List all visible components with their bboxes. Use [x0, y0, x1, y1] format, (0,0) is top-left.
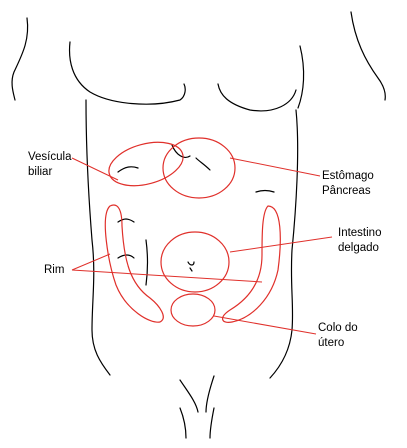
torso-right-side	[269, 109, 299, 379]
label-small-intestine: Intestino delgado	[338, 227, 382, 254]
groin-right-line	[205, 375, 215, 413]
gallbladder-outline	[108, 141, 184, 187]
small-intestine-outline	[160, 231, 230, 293]
label-kidney: Rim	[44, 264, 65, 276]
label-gallbladder: Vesícula biliar	[28, 151, 72, 178]
abs-left-low	[117, 254, 135, 259]
chest-left-line	[68, 41, 186, 105]
kidney-right-outline	[222, 205, 281, 323]
kidney-leader-right	[71, 269, 263, 283]
kidney-left-outline	[104, 204, 164, 323]
rib-right-line	[255, 189, 275, 193]
neck-right-line	[350, 11, 386, 101]
groin-left-line	[179, 379, 199, 413]
abs-center-line	[145, 239, 149, 286]
uterus-leader	[213, 315, 317, 335]
chest-right-line	[217, 83, 297, 112]
intestine-leader	[229, 236, 333, 253]
uterus-outline	[170, 293, 216, 327]
abs-left-line	[117, 218, 135, 223]
label-uterus: Colo do útero	[318, 322, 358, 349]
torso-left-side	[85, 99, 111, 376]
label-pancreas: Pâncreas	[322, 185, 371, 197]
navel	[187, 261, 195, 272]
leg-right-line	[209, 407, 215, 439]
rib-left-line	[117, 166, 139, 173]
kidney-leader-left	[71, 253, 111, 271]
stomach-fold-line	[171, 144, 211, 171]
chest-right-top	[297, 45, 305, 109]
neck-left-line	[11, 17, 29, 101]
stomach-outline	[162, 137, 236, 199]
leg-left-line	[179, 407, 187, 439]
label-stomach: Estômago	[322, 170, 374, 182]
stomach-leader	[229, 157, 321, 177]
gallbladder-leader	[71, 157, 119, 181]
